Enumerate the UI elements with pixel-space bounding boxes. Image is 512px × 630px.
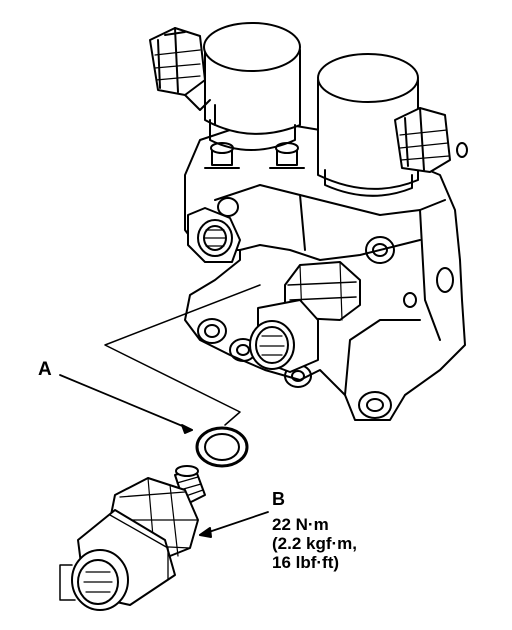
solenoid-left: [149, 22, 301, 151]
torque-line-2: (2.2 kgf·m,: [272, 534, 358, 553]
solenoid-right: [317, 53, 451, 197]
callout-a-label: A: [38, 359, 52, 380]
pressure-switch-b: [59, 465, 206, 611]
torque-line-1: 22 N·m: [272, 515, 329, 534]
torque-spec: 22 N·m (2.2 kgf·m, 16 lbf·ft): [272, 515, 357, 572]
o-ring-a: [195, 426, 249, 468]
callout-a-leaders: [59, 284, 261, 434]
connector-right: [394, 107, 451, 173]
installed-pressure-switch: [249, 261, 361, 373]
callout-b-leader: [199, 511, 269, 538]
connector-left: [149, 27, 211, 111]
callout-b-label: B: [272, 489, 285, 509]
torque-line-3: 16 lbf·ft): [272, 553, 340, 572]
